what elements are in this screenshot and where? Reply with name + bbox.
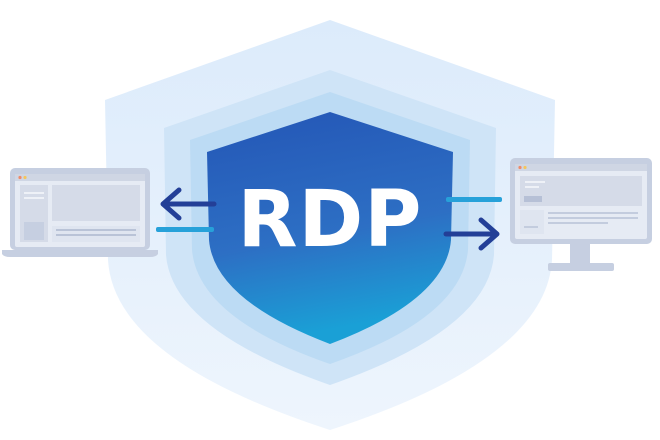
laptop-base: [2, 250, 158, 257]
laptop-text-line: [24, 192, 44, 194]
laptop-text-line: [56, 229, 136, 231]
window-dot: [523, 165, 527, 170]
monitor-stand-neck: [570, 244, 590, 264]
laptop-thumbnail: [24, 222, 44, 240]
window-dot: [518, 165, 522, 170]
window-dot: [23, 175, 27, 180]
rdp-label: RDP: [238, 175, 423, 265]
shield-core: [207, 112, 453, 344]
laptop-content-block: [52, 185, 140, 221]
monitor-text-line: [548, 212, 638, 214]
monitor-text-line: [548, 217, 638, 219]
arrow-right-icon: [443, 217, 500, 251]
laptop-icon: [2, 168, 158, 257]
monitor-thumbnail: [520, 210, 544, 234]
monitor-text-line: [525, 186, 539, 188]
monitor-text-line: [524, 226, 538, 228]
shield-icon: RDP: [105, 20, 555, 430]
window-dot: [18, 175, 22, 180]
laptop-titlebar: [15, 174, 145, 181]
monitor-text-line: [525, 181, 545, 183]
monitor-stand-base: [548, 263, 614, 271]
arrow-left-icon: [160, 187, 217, 221]
desktop-monitor-icon: [510, 158, 652, 271]
laptop-text-line: [56, 234, 136, 236]
right-transfer-line: [446, 197, 502, 202]
left-transfer-line: [156, 227, 214, 232]
monitor-button-shape: [524, 196, 542, 202]
monitor-text-line: [548, 222, 608, 224]
laptop-text-line: [24, 197, 44, 199]
monitor-titlebar: [515, 164, 647, 171]
